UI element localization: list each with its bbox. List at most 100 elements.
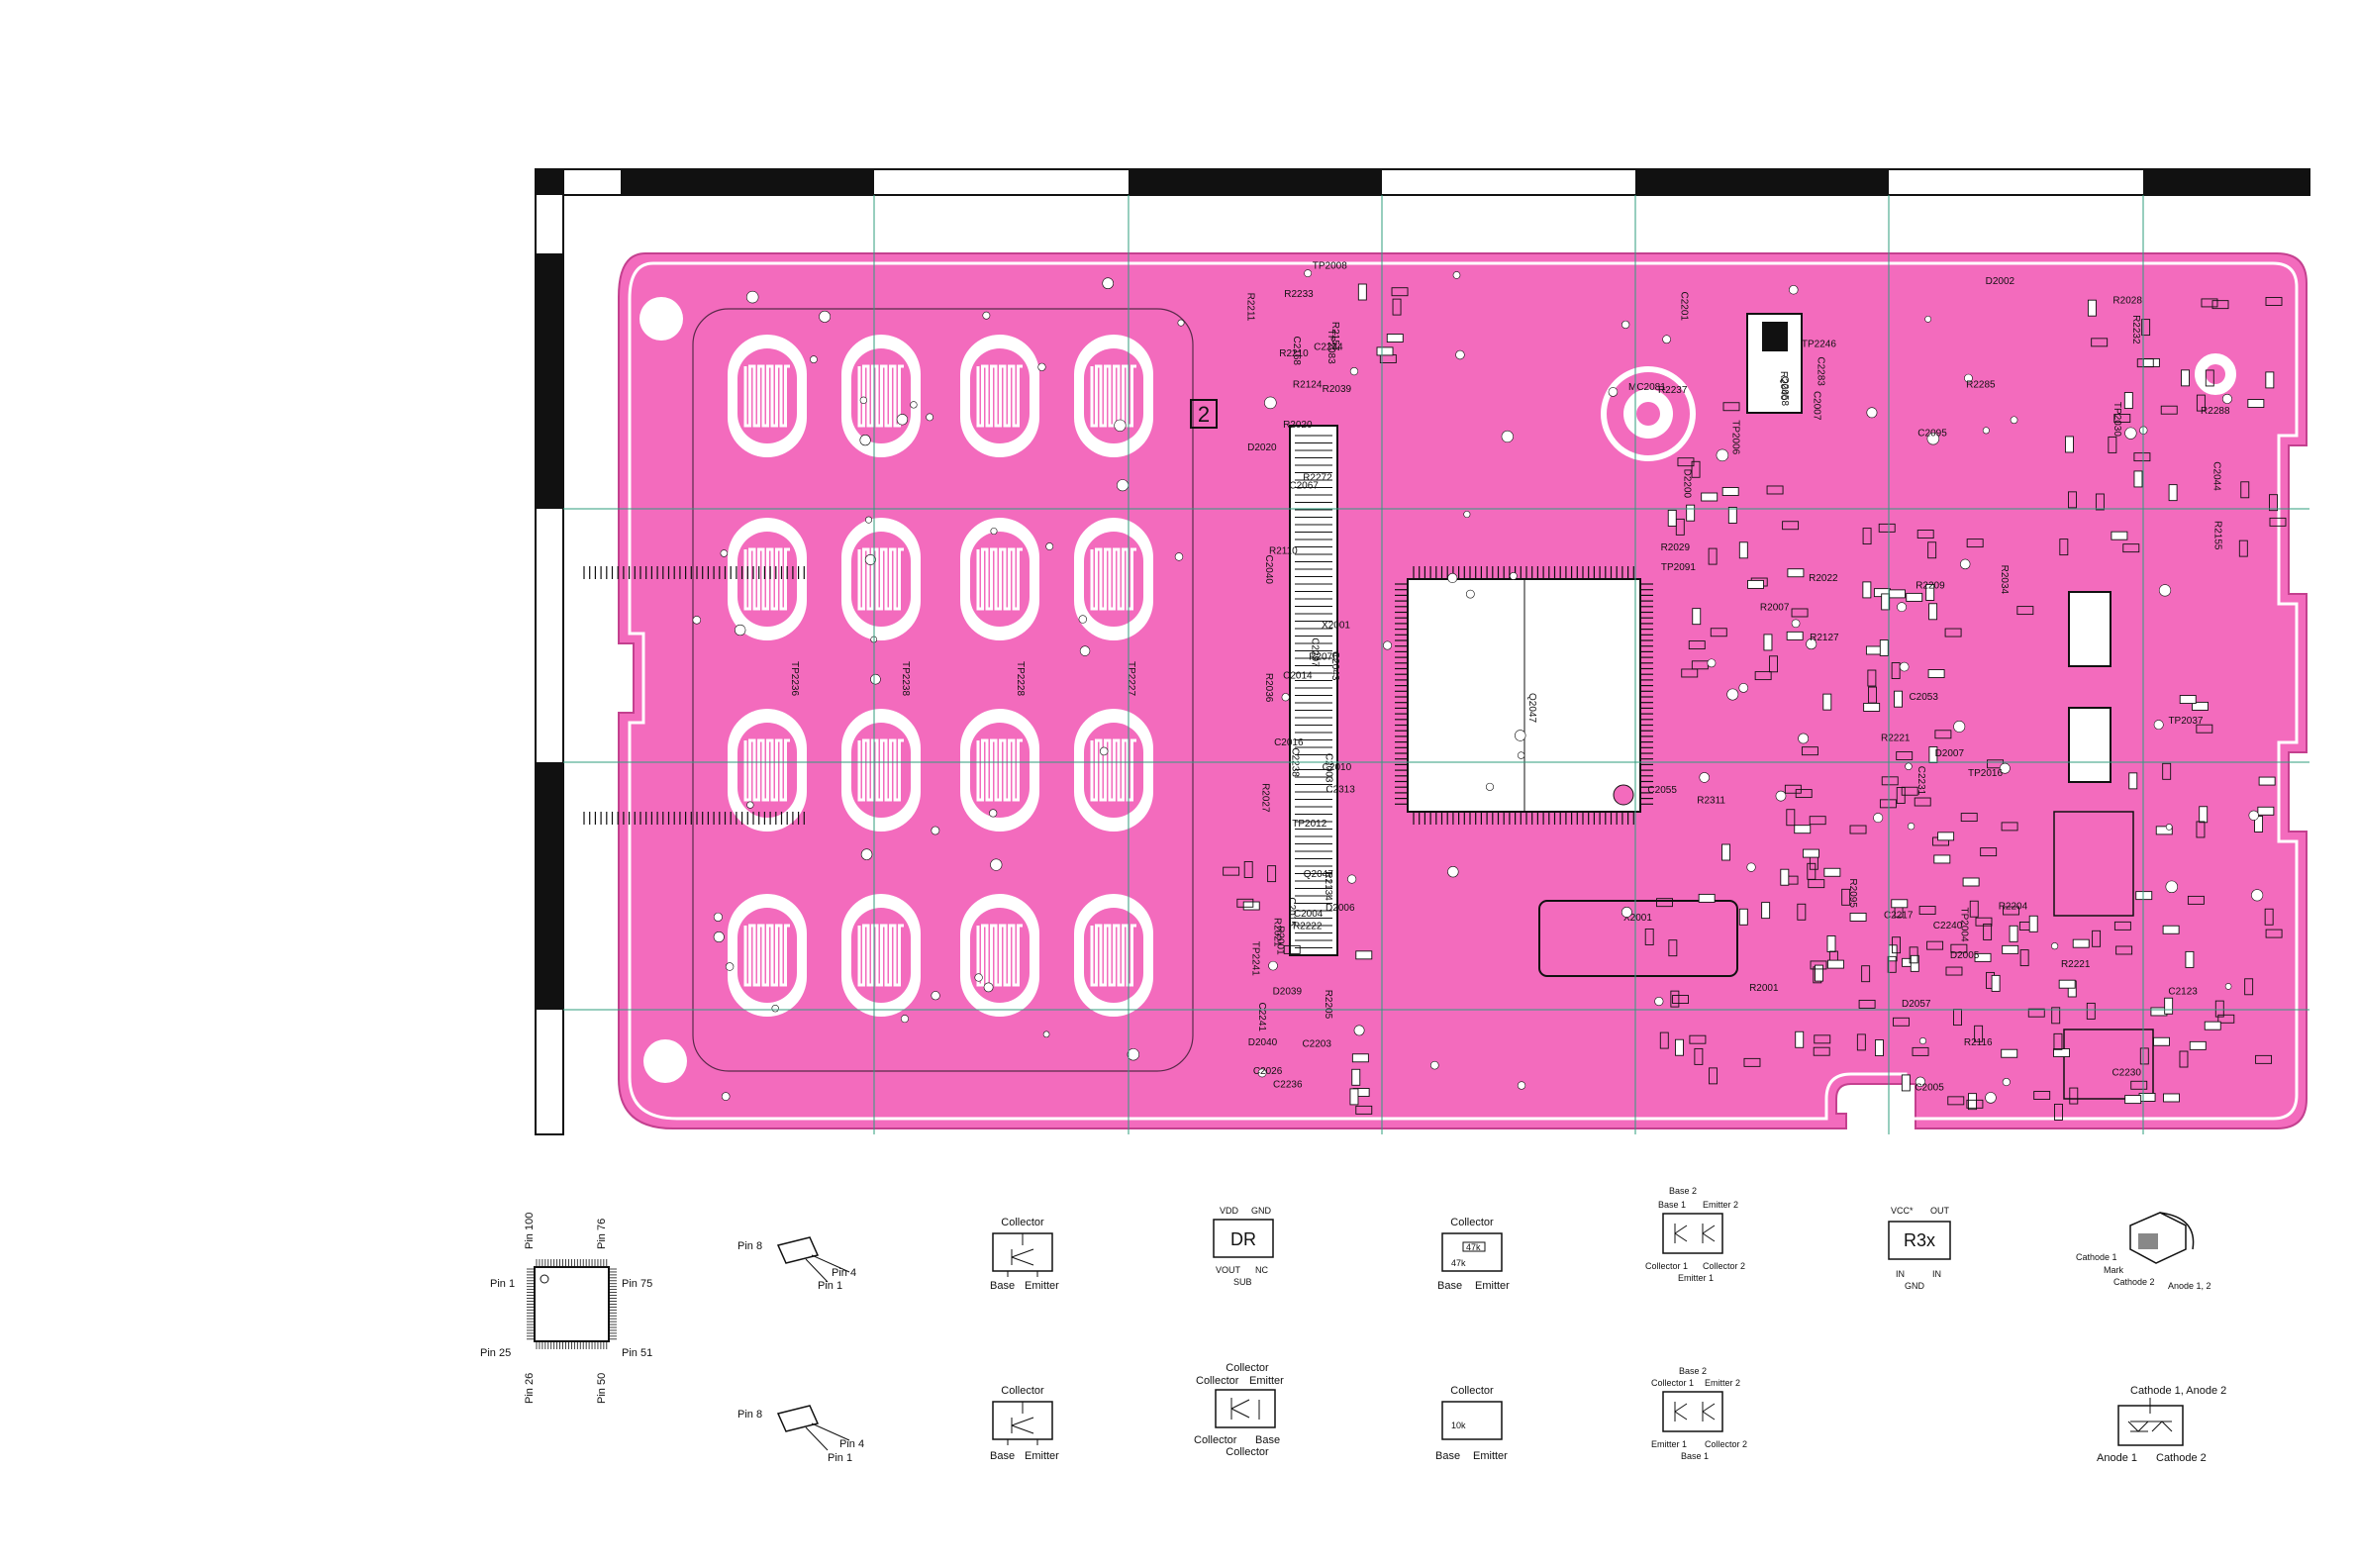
ref-designator: C2010 bbox=[1323, 762, 1352, 773]
svg-text:Base 1: Base 1 bbox=[1658, 1200, 1686, 1210]
lcd-connector bbox=[1289, 425, 1338, 956]
ref-designator: C2043 bbox=[1329, 651, 1340, 681]
svg-text:Emitter 2: Emitter 2 bbox=[1703, 1200, 1738, 1210]
inductor-b bbox=[2068, 707, 2111, 783]
svg-text:Collector 2: Collector 2 bbox=[1705, 1439, 1747, 1449]
svg-text:GND: GND bbox=[1905, 1281, 1925, 1291]
ref-designator: R2285 bbox=[1966, 379, 1996, 390]
transistor-package-b: Collector Base Emitter bbox=[990, 1385, 1059, 1462]
ref-designator: R2036 bbox=[1263, 673, 1274, 703]
ref-designator: D2005 bbox=[1950, 950, 1980, 961]
svg-text:10k: 10k bbox=[1451, 1421, 1466, 1430]
soic-b-pin8: Pin 8 bbox=[737, 1409, 762, 1421]
svg-text:VDD: VDD bbox=[1220, 1206, 1239, 1216]
svg-text:Emitter: Emitter bbox=[1475, 1280, 1510, 1292]
ref-designator: R2021 bbox=[1271, 918, 1282, 947]
svg-text:NC: NC bbox=[1255, 1265, 1268, 1275]
regulator-package: VCC* OUT R3x IN IN GND bbox=[1888, 1206, 1951, 1291]
ref-designator: C2007 bbox=[1812, 391, 1822, 421]
ref-designator: C2004 bbox=[1294, 909, 1324, 920]
keypad-area bbox=[728, 335, 1153, 1017]
digital-transistor-package-b: Collector 10k Base Emitter bbox=[1435, 1385, 1508, 1462]
ref-designator: C2026 bbox=[1253, 1066, 1283, 1077]
ref-designator: C2297 bbox=[1310, 637, 1321, 667]
ic-outline-right bbox=[2053, 811, 2134, 917]
ref-designator: TP2008 bbox=[1313, 260, 1347, 271]
ref-designator: C2283 bbox=[1816, 356, 1826, 386]
svg-text:Emitter 1: Emitter 1 bbox=[1678, 1273, 1714, 1283]
ref-designator: R2076 bbox=[1309, 652, 1338, 663]
keypad-pad bbox=[728, 335, 807, 457]
ref-designator: R2209 bbox=[1915, 581, 1945, 592]
ref-designator: D2200 bbox=[1681, 469, 1692, 499]
grid-lines bbox=[563, 195, 2309, 1134]
keypad-pad bbox=[1074, 335, 1153, 457]
svg-text:R3x: R3x bbox=[1904, 1230, 1935, 1250]
crystal-label: X2001 bbox=[1623, 913, 1652, 924]
svg-text:Collector: Collector bbox=[1226, 1362, 1269, 1374]
keypad-pad bbox=[1074, 894, 1153, 1017]
quartz-crystal bbox=[1538, 900, 1738, 977]
ref-designator: C2014 bbox=[1283, 670, 1313, 681]
ref-designator: C2016 bbox=[1274, 737, 1304, 748]
svg-text:Base: Base bbox=[990, 1450, 1015, 1462]
svg-text:Base 2: Base 2 bbox=[1679, 1366, 1707, 1376]
ref-designator: C2231 bbox=[1915, 766, 1926, 796]
ref-designator: TP2227 bbox=[1126, 661, 1136, 696]
reference-designators: R2272R2221D2040R2204C2014C2053C2067C2007… bbox=[789, 260, 2230, 1093]
keypad-pad bbox=[960, 894, 1039, 1017]
ref-designator: R2311 bbox=[1697, 796, 1725, 807]
svg-text:IN: IN bbox=[1932, 1269, 1941, 1279]
keypad-pad bbox=[728, 709, 807, 832]
ref-designator: R2237 bbox=[1658, 385, 1688, 396]
ref-designator: C2067 bbox=[1289, 481, 1319, 492]
ref-designator: C2240 bbox=[1933, 921, 1963, 931]
svg-text:Emitter: Emitter bbox=[1025, 1280, 1059, 1292]
ref-designator: D2002 bbox=[1986, 276, 2015, 287]
dr-package: VDD GND DR VOUT NC SUB bbox=[1213, 1206, 1274, 1287]
svg-text:Collector 1: Collector 1 bbox=[1651, 1378, 1694, 1388]
qfp-chip-label: Q2047 bbox=[1526, 693, 1537, 723]
ref-designator: C2040 bbox=[1263, 555, 1274, 585]
ref-designator: TP2006 bbox=[1729, 420, 1740, 454]
ref-designator: C2236 bbox=[1273, 1080, 1303, 1091]
ref-designator: D2020 bbox=[1247, 442, 1277, 453]
keypad-pad bbox=[1074, 709, 1153, 832]
qfp-package: Pin 1 Pin 100 Pin 76 Pin 75 Pin 25 Pin 5… bbox=[480, 1213, 652, 1404]
svg-text:VCC*: VCC* bbox=[1891, 1206, 1914, 1216]
keypad-pad bbox=[1074, 518, 1153, 640]
keypad-pad bbox=[960, 518, 1039, 640]
small-components bbox=[692, 269, 2287, 1121]
ref-designator: C2123 bbox=[2168, 986, 2198, 997]
ref-designator: C2055 bbox=[1647, 785, 1677, 796]
svg-text:Cathode 2: Cathode 2 bbox=[2113, 1277, 2155, 1287]
qfp-pin76-label: Pin 76 bbox=[596, 1219, 608, 1249]
svg-text:Base: Base bbox=[990, 1280, 1015, 1292]
ref-designator: C2241 bbox=[1256, 1003, 1267, 1032]
qfp-pin1-label: Pin 1 bbox=[490, 1278, 515, 1290]
ref-designator: R2124 bbox=[1293, 380, 1323, 391]
keypad-pad bbox=[728, 518, 807, 640]
ref-designator: R2039 bbox=[1323, 384, 1352, 395]
ref-designator: Q2047 bbox=[1304, 869, 1333, 880]
ref-designator: R2272 bbox=[1303, 472, 1332, 483]
soic-a-pin1: Pin 1 bbox=[818, 1280, 842, 1292]
ref-designator: R2034 bbox=[1999, 565, 2010, 595]
ref-designator: TP2228 bbox=[1015, 661, 1026, 696]
ref-designator: R2233 bbox=[1284, 289, 1314, 300]
svg-text:SUB: SUB bbox=[1233, 1277, 1252, 1287]
qfp-pin100-label: Pin 100 bbox=[524, 1213, 536, 1249]
power-transistor bbox=[1746, 313, 1803, 414]
ref-designator: C2217 bbox=[1884, 910, 1914, 921]
ref-designator: D2039 bbox=[1273, 986, 1303, 997]
ref-designator: R2134 bbox=[1323, 871, 1333, 901]
ref-designator: C2044 bbox=[2210, 461, 2221, 491]
dual-transistor-package: Collector Collector Emitter Collector Ba… bbox=[1194, 1362, 1284, 1458]
soic-a-pin4: Pin 4 bbox=[832, 1267, 856, 1279]
ref-designator: TP2030 bbox=[2111, 402, 2122, 437]
soic-package-b: Pin 8 Pin 4 Pin 1 bbox=[737, 1405, 864, 1464]
svg-text:Emitter: Emitter bbox=[1025, 1450, 1059, 1462]
ref-designator: D2006 bbox=[1326, 903, 1355, 914]
diode-package: Cathode 1 Mark Cathode 2 Anode 1, 2 bbox=[2076, 1212, 2211, 1291]
